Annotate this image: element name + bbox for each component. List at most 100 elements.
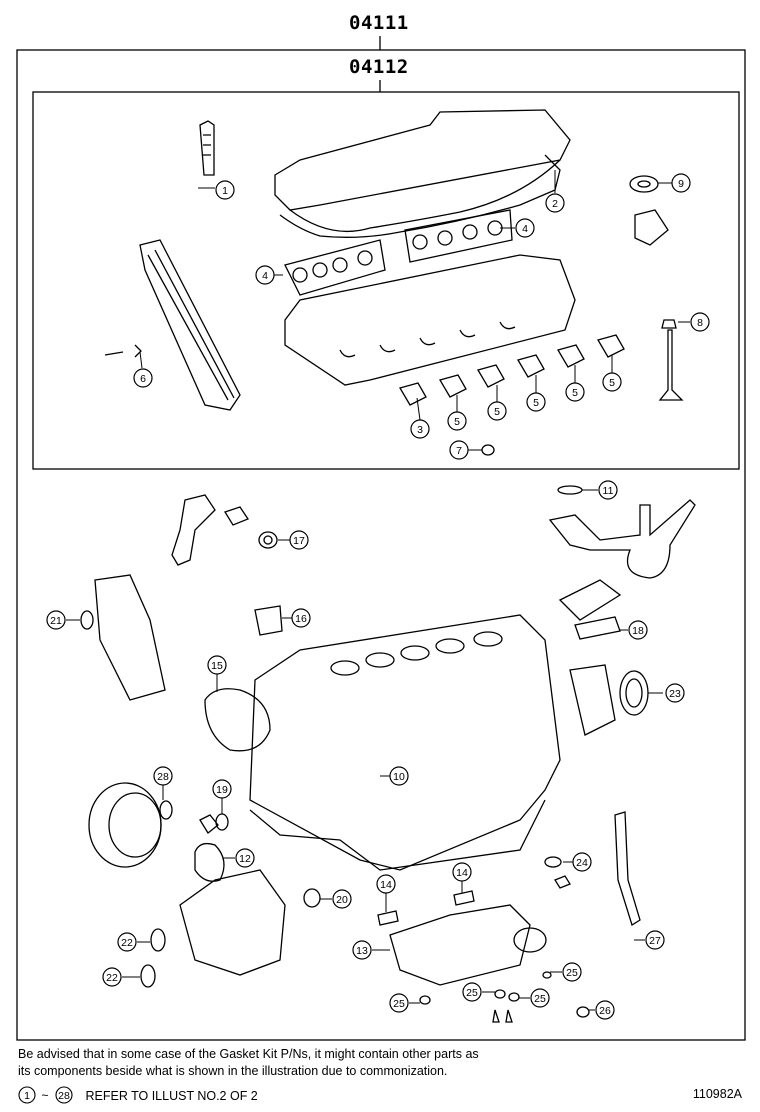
callout-14b: 14 [452,862,472,882]
callout-7: 7 [449,440,469,460]
callout-label: 22 [106,972,118,984]
callout-25c: 25 [530,988,550,1008]
manifold-gasket-right [404,209,513,263]
callout-8: 8 [690,312,710,332]
advisory-note-line2: its components beside what is shown in t… [18,1064,448,1078]
timing-belt-cover [139,239,241,411]
callout-label: 25 [466,987,478,999]
callout-label: 15 [211,660,223,672]
callout-label: 4 [262,270,268,282]
callout-27: 27 [645,930,665,950]
advisory-note-line1: Be advised that in some case of the Gask… [18,1047,479,1061]
callout-5a: 5 [447,411,467,431]
callout-23: 23 [665,683,685,703]
callout-label: 13 [356,945,368,957]
callout-label: 6 [140,373,146,385]
callout-6: 6 [133,368,153,388]
illustration-reference: 1 ~ 28 REFER TO ILLUST NO.2 OF 2 [18,1086,258,1104]
figure-id: 110982A [692,1087,742,1101]
callout-label: 2 [552,198,558,210]
callout-label: 12 [239,853,251,865]
callout-label: 17 [293,535,305,547]
callout-20: 20 [332,889,352,909]
callout-label: 14 [380,879,392,891]
callout-label: 25 [534,993,546,1005]
callout-16: 16 [291,608,311,628]
callout-label: 22 [121,937,133,949]
callout-label: 11 [603,485,614,497]
callout-9: 9 [671,173,691,193]
oil-pump [179,869,286,976]
callout-12: 12 [235,848,255,868]
oil-pan [249,799,546,871]
callout-2: 2 [545,193,565,213]
cylinder-block [249,614,561,871]
callout-13: 13 [352,940,372,960]
callout-label: 7 [456,445,462,457]
callout-5d: 5 [565,382,585,402]
callout-label: 5 [454,416,460,428]
outer-kit-frame [16,49,746,1041]
reference-to: 28 [58,1090,70,1102]
callout-label: 5 [494,406,500,418]
callout-28: 28 [153,766,173,786]
callout-label: 5 [572,387,578,399]
cylinder-head [284,254,576,386]
callout-label: 5 [533,397,539,409]
callout-22b: 22 [102,967,122,987]
callout-label: 24 [576,857,588,869]
cover-gasket [279,154,561,238]
callout-14a: 14 [376,874,396,894]
callout-label: 10 [393,771,405,783]
callout-18: 18 [628,620,648,640]
callout-10: 10 [389,766,409,786]
callout-5c: 5 [526,392,546,412]
inner-kit-frame [32,91,740,470]
valve [658,329,684,401]
callout-label: 25 [393,998,405,1010]
callout-4b: 4 [255,265,275,285]
callout-25d: 25 [389,993,409,1013]
callout-5e: 5 [602,372,622,392]
water-pipe [171,494,216,566]
callout-5b: 5 [487,401,507,421]
kit-code-outer: 04111 [349,12,409,34]
callout-label: 27 [649,935,661,947]
callout-17: 17 [289,530,309,550]
callout-21: 21 [46,610,66,630]
callout-label: 20 [336,894,348,906]
timing-belt-cover-lower [94,574,166,701]
callout-19: 19 [212,779,232,799]
callout-label: 14 [456,867,468,879]
callout-label: 8 [697,317,703,329]
water-bypass-pipe [614,811,641,926]
callout-label: 1 [222,185,228,197]
callout-label: 16 [295,613,307,625]
oil-strainer [548,499,696,579]
callout-4a: 4 [515,218,535,238]
callout-label: 23 [669,688,681,700]
oil-cooler [389,904,531,986]
callout-25b: 25 [462,982,482,1002]
reference-range-badge: 1 ~ 28 [18,1086,73,1104]
callout-label: 4 [522,223,528,235]
callout-26: 26 [595,1000,615,1020]
callout-11: 11 [598,480,618,500]
callout-15: 15 [207,655,227,675]
kit-code-inner: 04112 [349,56,409,78]
callout-label: 28 [157,771,169,783]
callout-label: 3 [417,424,423,436]
callout-label: 19 [216,784,228,796]
callout-label: 25 [566,967,578,979]
reference-from: 1 [24,1090,30,1102]
callout-22a: 22 [117,932,137,952]
callout-label: 18 [632,625,644,637]
callout-label: 9 [678,178,684,190]
svg-text:~: ~ [41,1089,48,1103]
manifold-gasket-left [284,239,386,296]
callout-label: 21 [50,615,62,627]
callout-label: 26 [599,1005,611,1017]
callout-1: 1 [215,180,235,200]
callout-label: 5 [609,377,615,389]
